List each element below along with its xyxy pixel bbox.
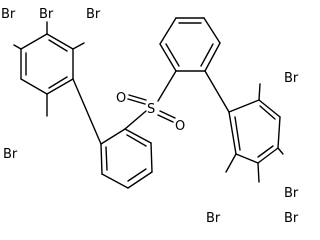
ring-center-right: [159, 17, 221, 72]
bond-br-e: [258, 83, 261, 101]
structure-diagram: Br Br Br Br Br Br Br Br S O O: [1, 7, 299, 224]
bond-br-f: [257, 162, 260, 183]
ring-upper-left: [20, 33, 74, 95]
bond-sulfur-oxygen-a-1: [128, 94, 147, 101]
bromine-label: Br: [284, 71, 299, 86]
bond-sulfur-oxygen-b-1: [159, 110, 176, 119]
sulfur-label: S: [147, 102, 155, 117]
bond-br-d: [72, 42, 85, 50]
bromine-label: Br: [284, 211, 299, 224]
ring-lower-right: [228, 99, 281, 164]
bromine-label: Br: [86, 7, 101, 22]
bond-sulfur-oxygen-b-2: [157, 114, 174, 123]
bond-br-b: [13, 44, 22, 50]
bond-lines: [13, 17, 284, 189]
bond-ring-a-ring-b: [72, 78, 102, 145]
molecule-structure: Br Br Br Br Br Br Br Br S O O: [1, 7, 299, 224]
bond-sulfur-ring-c: [157, 70, 177, 102]
oxygen-label: O: [116, 91, 126, 106]
bromine-label: Br: [3, 147, 18, 162]
bond-ring-b-sulfur: [124, 110, 147, 130]
bond-sulfur-oxygen-a-2: [127, 98, 146, 105]
bromine-label: Br: [39, 7, 54, 22]
bromine-label: Br: [206, 211, 221, 224]
bond-ring-c-ring-d: [204, 70, 230, 113]
bromine-label: Br: [284, 186, 299, 201]
bond-br-h: [277, 147, 284, 155]
bromine-label: Br: [1, 7, 16, 22]
bond-br-g: [225, 153, 237, 173]
oxygen-label: O: [175, 119, 185, 134]
atom-labels: Br Br Br Br Br Br Br Br S O O: [1, 7, 299, 224]
ring-center-left: [100, 128, 153, 189]
